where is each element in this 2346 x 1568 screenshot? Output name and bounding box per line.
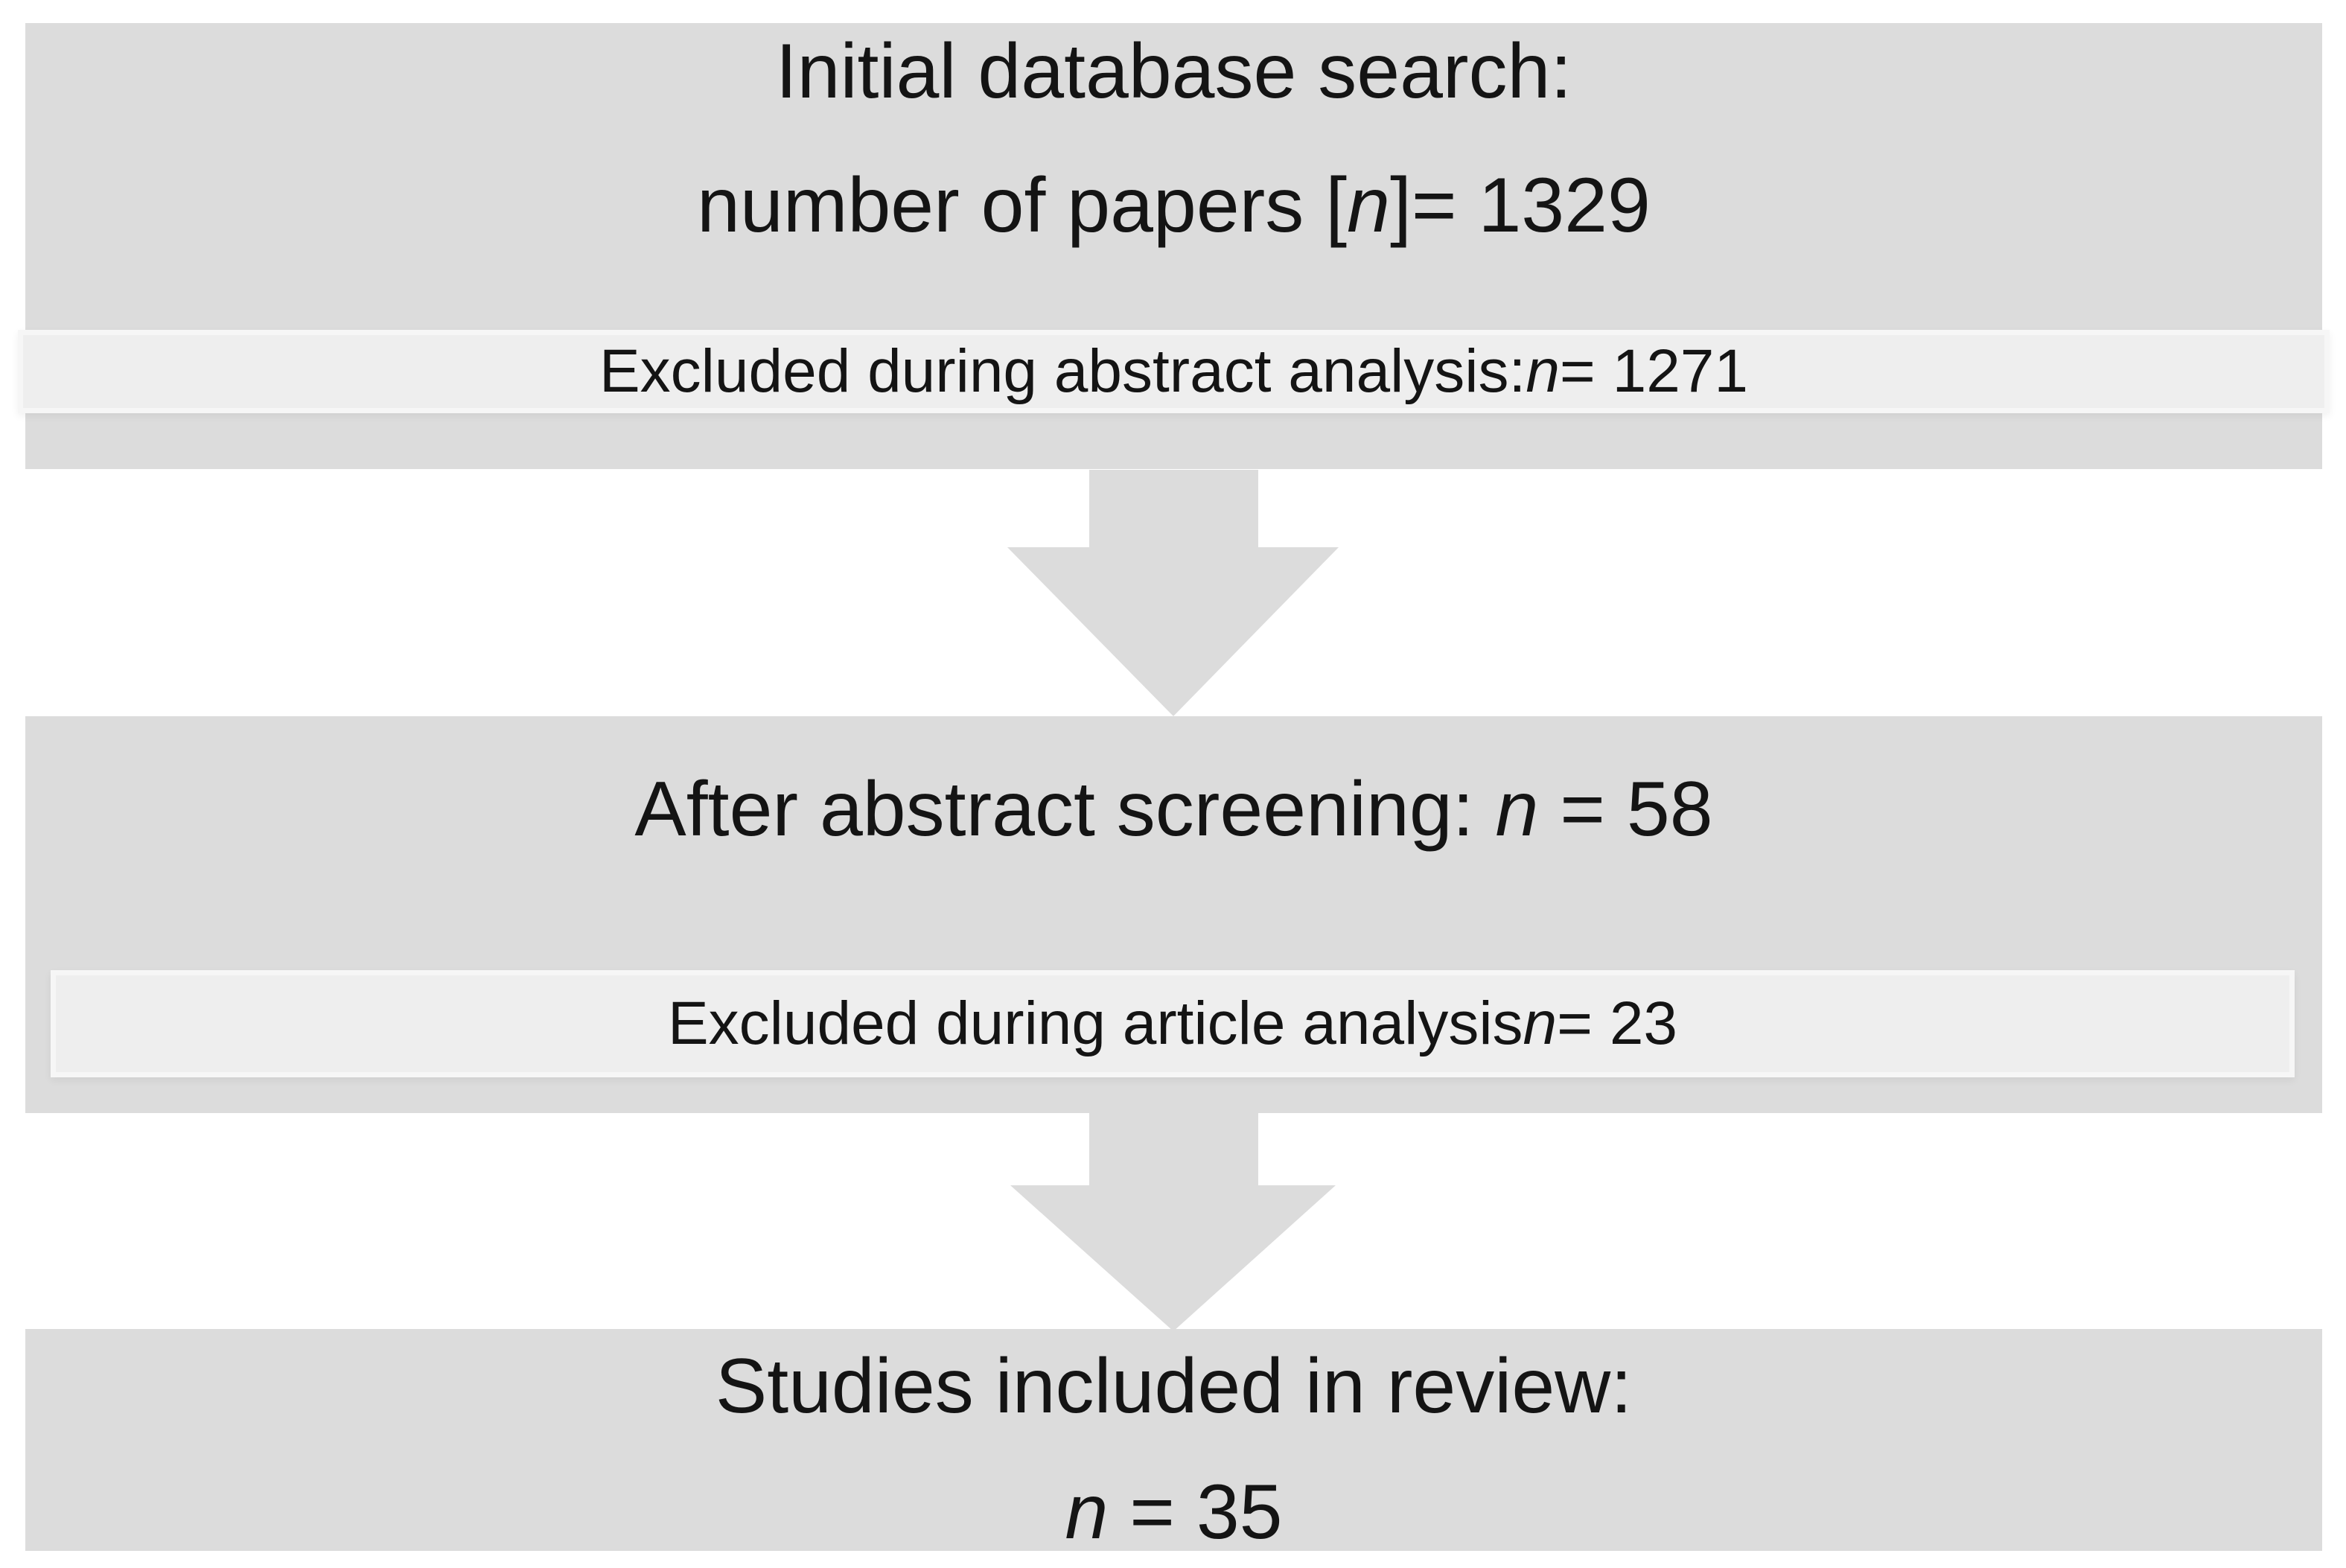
text-segment: Excluded during article analysis: [667, 989, 1523, 1057]
initial-search-title: Initial database search:: [25, 23, 2322, 120]
text-segment: = 58: [1538, 766, 1713, 852]
included-studies-count: n = 35: [25, 1464, 2322, 1561]
italic-n: n: [1347, 162, 1390, 249]
italic-n: n: [1065, 1469, 1109, 1555]
text-segment: Initial database search:: [775, 28, 1572, 115]
down-arrow-icon: [1007, 470, 1339, 716]
down-arrow-icon: [1010, 1113, 1336, 1331]
italic-n: n: [1523, 989, 1558, 1057]
flow-box-included-studies: Studies included in review: n = 35: [25, 1329, 2322, 1555]
text-segment: = 35: [1108, 1469, 1283, 1555]
text-segment: Excluded during abstract analysis:: [599, 337, 1526, 405]
flow-bar-excluded-abstract: Excluded during abstract analysis: n = 1…: [18, 330, 2330, 413]
flow-bar-excluded-article: Excluded during article analysis n = 23: [51, 970, 2295, 1077]
italic-n: n: [1495, 766, 1539, 852]
italic-n: n: [1526, 337, 1560, 405]
text-segment: = 23: [1557, 989, 1678, 1057]
included-studies-label: Studies included in review:: [25, 1338, 2322, 1435]
text-segment: ]= 1329: [1389, 162, 1651, 249]
text-segment: = 1271: [1559, 337, 1749, 405]
initial-search-count: number of papers [n]= 1329: [25, 157, 2322, 254]
after-screening-label: After abstract screening: n = 58: [25, 761, 2322, 858]
text-segment: Studies included in review:: [715, 1343, 1633, 1430]
text-segment: number of papers [: [697, 162, 1348, 249]
text-segment: After abstract screening:: [634, 766, 1496, 852]
